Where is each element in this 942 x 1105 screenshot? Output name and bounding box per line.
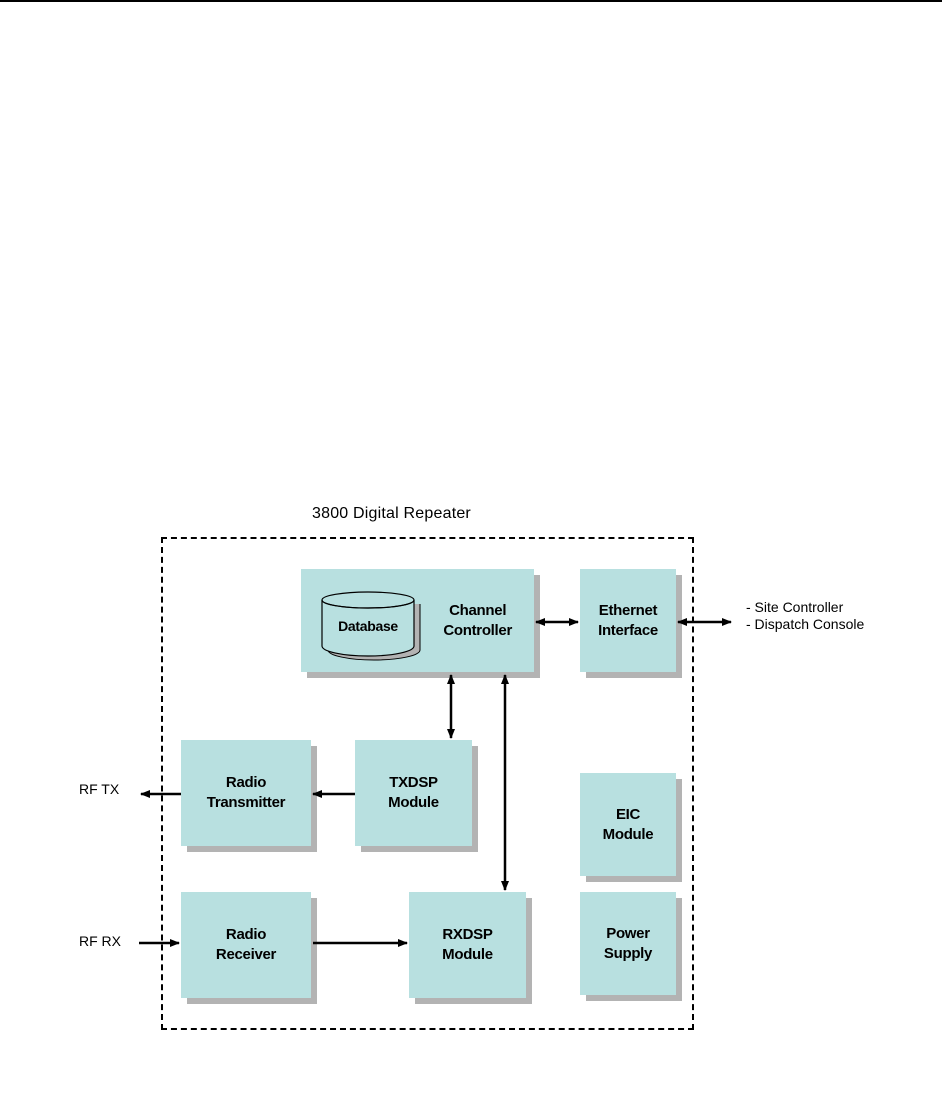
connector-arrows bbox=[0, 0, 942, 1105]
